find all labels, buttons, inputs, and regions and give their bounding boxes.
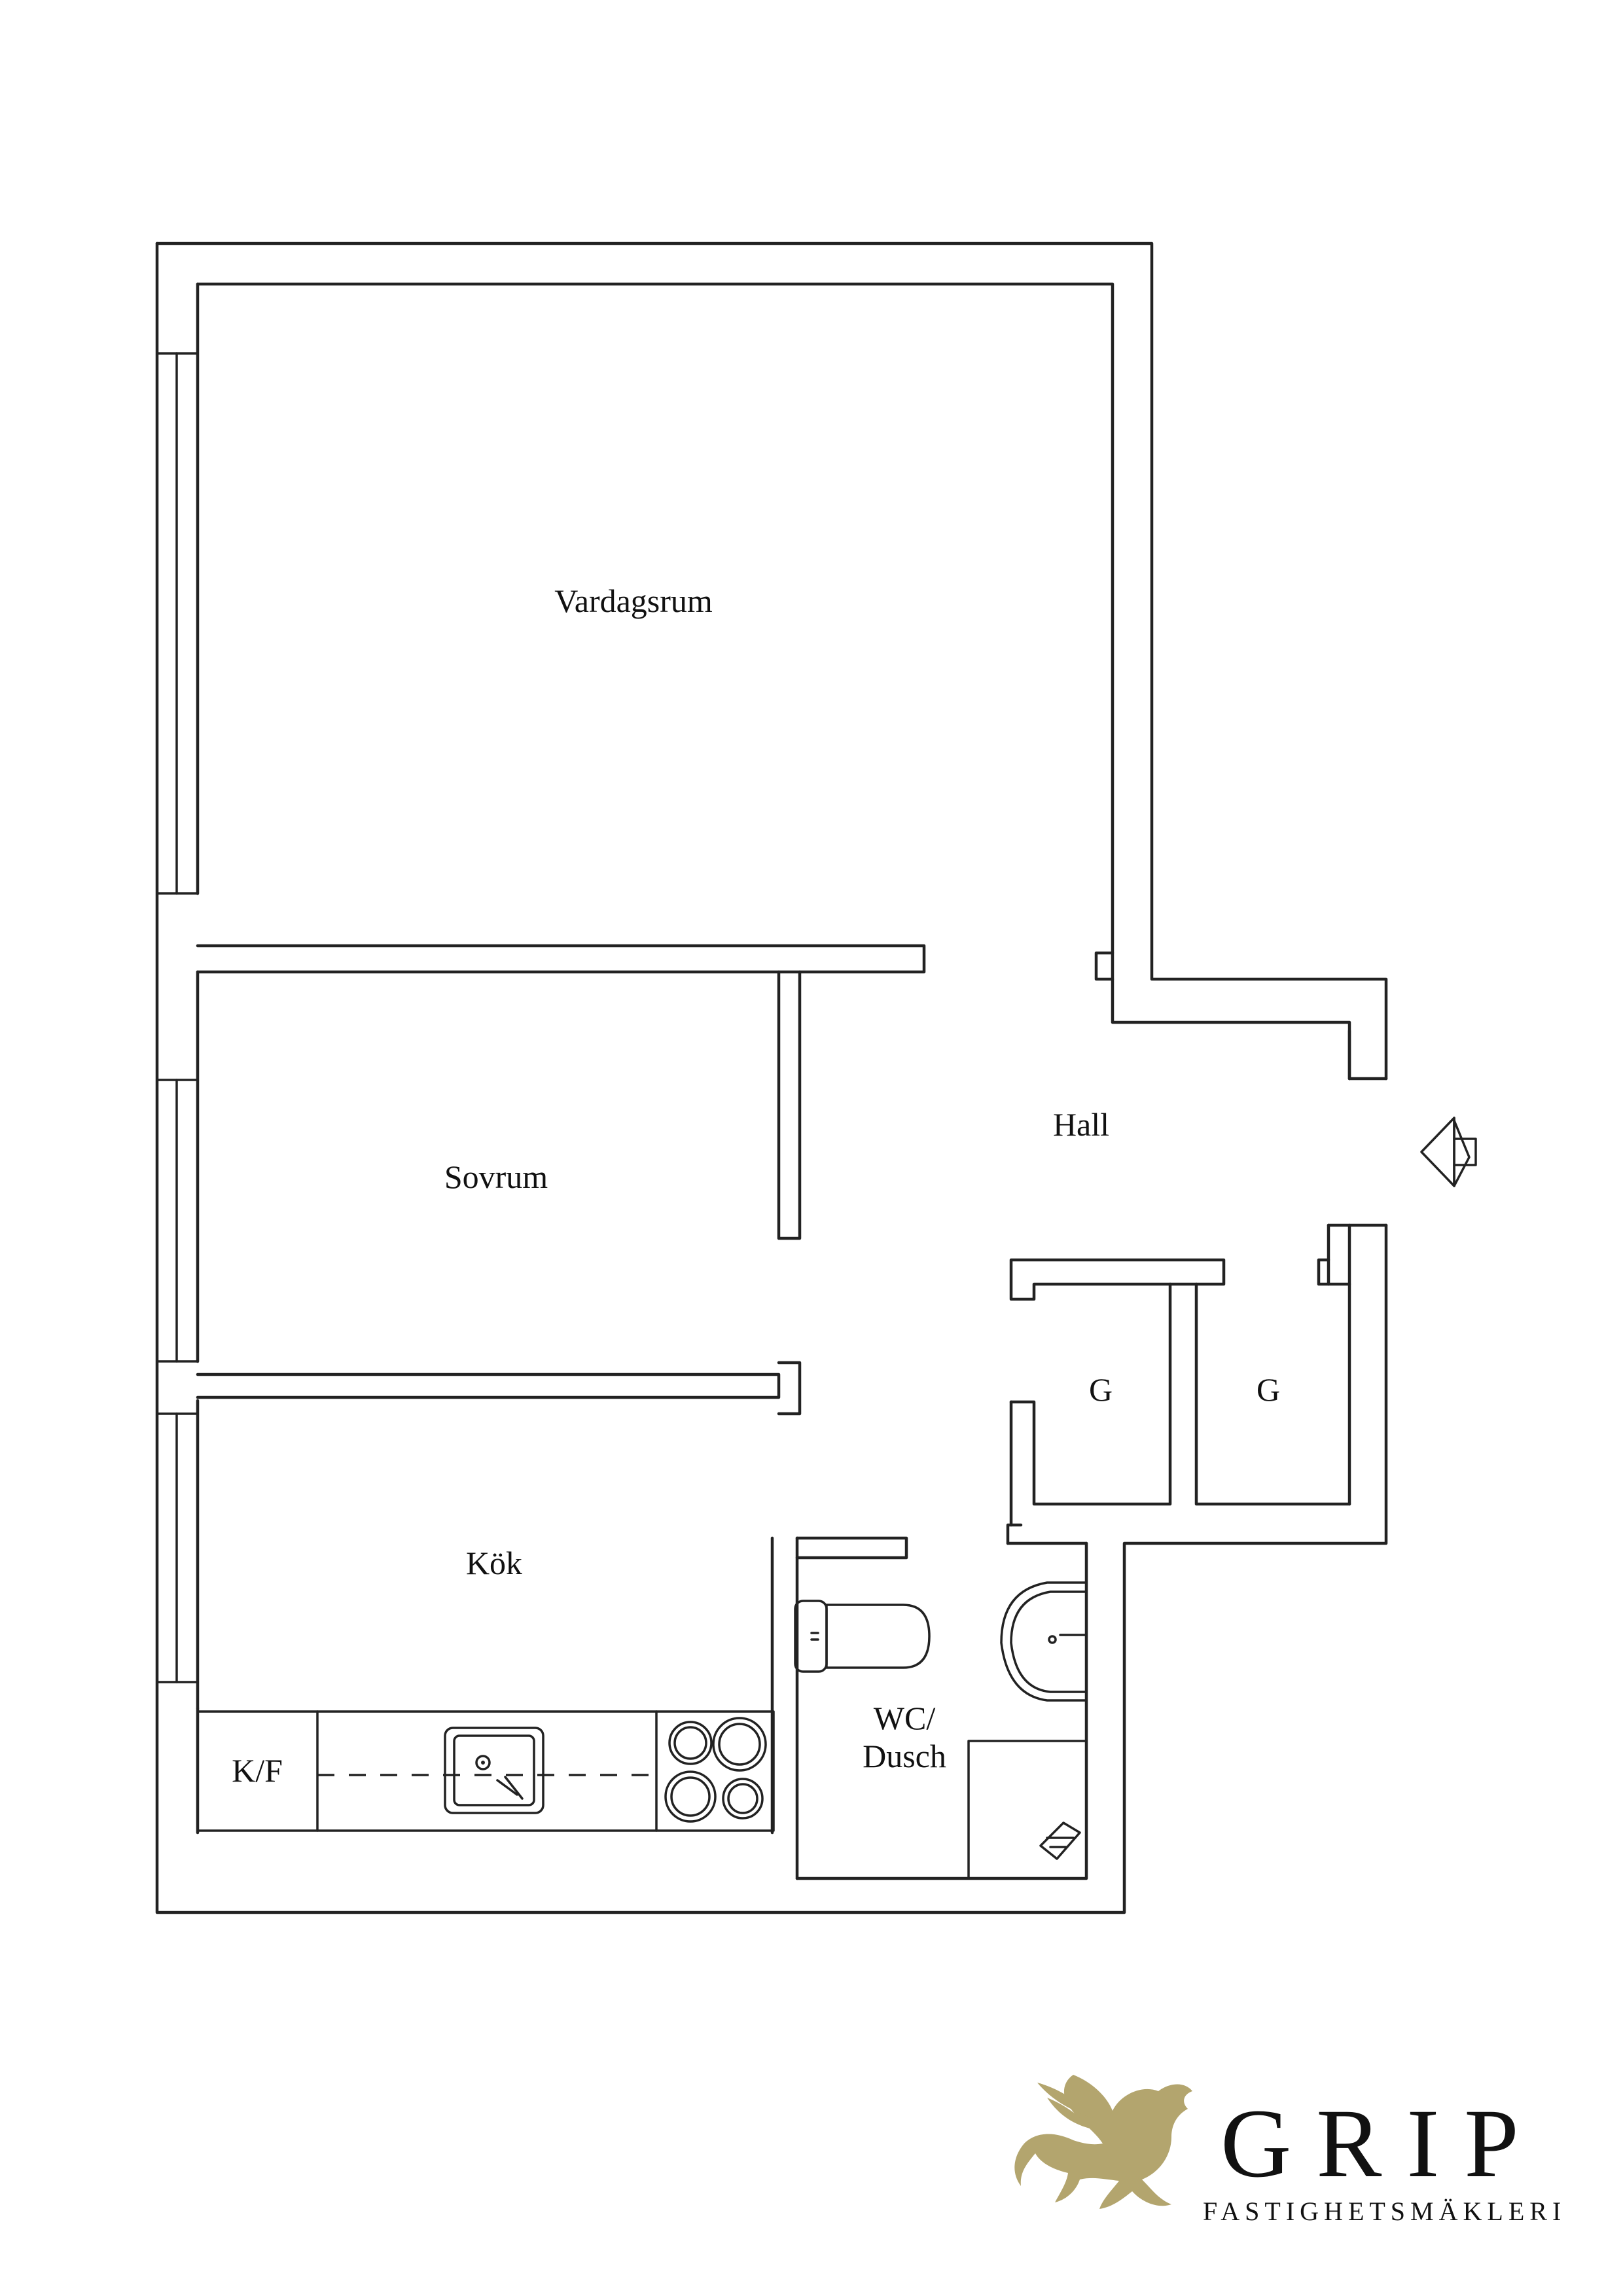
griffin-logo-icon [1014,2075,1192,2209]
brand-subtitle: FASTIGHETSMÄKLERI [1203,2197,1566,2226]
stove-icon [664,1717,767,1823]
washbasin-icon [1000,1581,1088,1702]
room-label-hall: Hall [1053,1106,1109,1143]
entrance-arrow-icon [1420,1117,1477,1187]
kitchen-counter [196,1710,775,1832]
toilet-icon [794,1600,931,1673]
windows [156,352,199,1683]
room-label-g2: G [1257,1371,1280,1408]
room-label-wc: WC/ [874,1700,936,1736]
room-label-kf: K/F [232,1752,283,1789]
room-label-sovrum: Sovrum [444,1158,548,1195]
interior-walls [196,944,1388,1880]
room-label-g1: G [1089,1371,1113,1408]
brand-name: GRIP [1221,2089,1544,2198]
sink-icon [444,1727,544,1814]
room-label-vardagsrum: Vardagsrum [554,583,713,619]
shower-icon [967,1740,1088,1880]
room-label-dusch: Dusch [863,1738,946,1774]
room-label-kok: Kök [466,1545,522,1581]
